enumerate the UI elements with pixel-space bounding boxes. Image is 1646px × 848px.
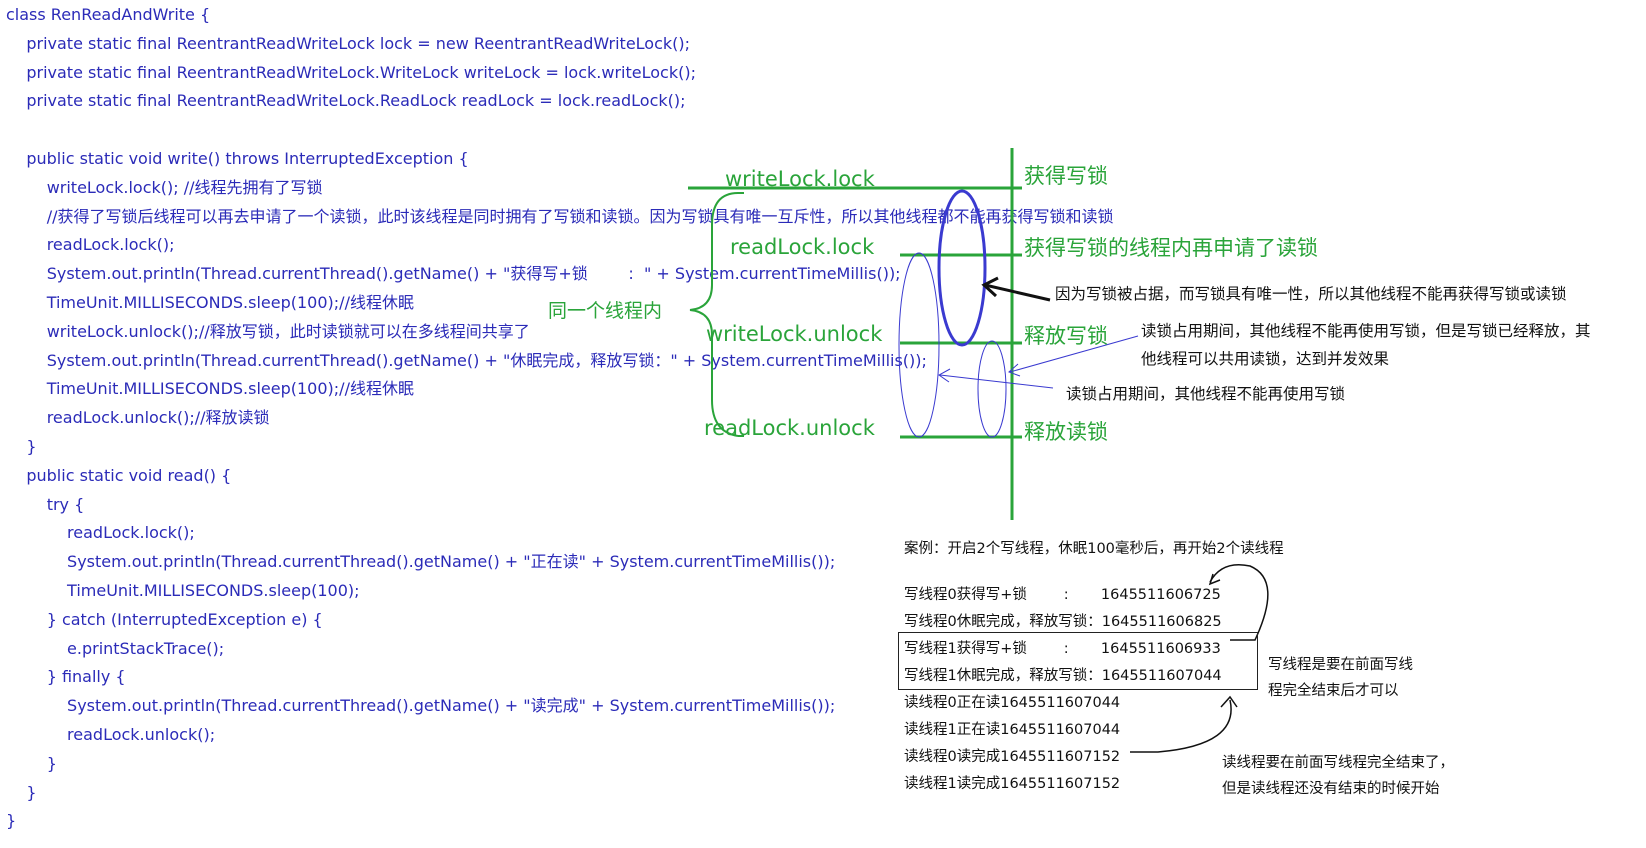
code-line: TimeUnit.MILLISECONDS.sleep(100);//线程休眠 — [6, 379, 414, 399]
note-shared-line2: 他线程可以共用读锁，达到并发效果 — [1141, 350, 1390, 368]
code-line: class RenReadAndWrite { — [6, 5, 211, 24]
event-get-write-lock: 获得写锁 — [1024, 164, 1108, 188]
write-lock-ellipse — [937, 189, 987, 347]
note-read-line1: 读线程要在前面写线程完全结束了， — [1222, 755, 1454, 771]
note-write-line1: 写线程是要在前面写线 — [1268, 657, 1413, 673]
code-line: } — [6, 782, 37, 802]
write-wait-arrow-head — [1208, 573, 1221, 586]
read-lock-ellipse — [898, 252, 940, 438]
shared-read-ellipse — [977, 340, 1007, 438]
label-same-thread: 同一个线程内 — [548, 300, 663, 322]
code-line: System.out.println(Thread.currentThread(… — [6, 696, 836, 716]
note-read-only: 读锁占用期间，其他线程不能再使用写锁 — [1066, 385, 1346, 403]
code-line: e.printStackTrace(); — [6, 638, 225, 658]
output-line: 写线程1获得写+锁 : 1645511606933 — [904, 641, 1221, 657]
event-release-read-lock: 释放读锁 — [1024, 420, 1108, 444]
code-line: readLock.lock(); — [6, 235, 175, 255]
code-line: System.out.println(Thread.currentThread(… — [6, 350, 927, 370]
code-line: public static void write() throws Interr… — [6, 149, 469, 168]
output-line: 读线程0读完成1645511607152 — [904, 749, 1121, 765]
read-start-arrow — [1130, 699, 1232, 753]
output-line: 读线程1读完成1645511607152 — [904, 776, 1121, 792]
code-line: readLock.unlock(); — [6, 725, 216, 744]
code-line: System.out.println(Thread.currentThread(… — [6, 552, 836, 572]
label-write-lock: writeLock.lock — [725, 167, 875, 191]
label-read-unlock: readLock.unlock — [704, 416, 875, 440]
shared-arrow-head — [1008, 363, 1021, 377]
code-line: try { — [6, 494, 85, 514]
code-line: } — [6, 437, 37, 456]
code-line: //获得了写锁后线程可以再去申请了一个读锁，此时该线程是同时拥有了写锁和读锁。因… — [6, 206, 1114, 226]
exclusive-arrow-head — [981, 276, 999, 298]
code-line: readLock.unlock();//释放读锁 — [6, 408, 270, 428]
event-release-write-lock: 释放写锁 — [1024, 324, 1108, 348]
label-read-lock: readLock.lock — [730, 235, 875, 259]
code-line: TimeUnit.MILLISECONDS.sleep(100); — [6, 581, 360, 600]
note-shared-line1: 读锁占用期间，其他线程不能再使用写锁，但是写锁已经释放，其 — [1141, 322, 1591, 340]
write-wait-arrow — [1209, 564, 1269, 641]
code-line: private static final ReentrantReadWriteL… — [6, 62, 696, 82]
highlight-box — [898, 632, 1258, 690]
output-line: 写线程1休眠完成，释放写锁：1645511607044 — [904, 668, 1222, 684]
code-line: readLock.lock(); — [6, 523, 195, 543]
code-line: } finally { — [6, 667, 126, 687]
label-write-unlock: writeLock.unlock — [706, 322, 883, 346]
output-line: 读线程1正在读1645511607044 — [904, 722, 1121, 738]
code-line: System.out.println(Thread.currentThread(… — [6, 264, 901, 284]
code-line: private static final ReentrantReadWriteL… — [6, 33, 691, 53]
example-title: 案例：开启2个写线程，休眠100毫秒后，再开始2个读线程 — [904, 541, 1284, 557]
code-line: } — [6, 811, 17, 831]
shared-arrow-line — [1009, 335, 1139, 373]
read-only-arrow-line — [939, 374, 1054, 389]
code-line: TimeUnit.MILLISECONDS.sleep(100);//线程休眠 — [6, 293, 414, 312]
exclusive-arrow-line — [984, 283, 1051, 302]
output-line: 写线程0获得写+锁 : 1645511606725 — [904, 587, 1221, 603]
read-only-arrow-head — [938, 368, 951, 383]
code-line: writeLock.lock(); //线程先拥有了写锁 — [6, 177, 323, 197]
read-start-arrow-head — [1220, 695, 1238, 708]
code-line: } catch (InterruptedException e) { — [6, 609, 323, 629]
output-line: 读线程0正在读1645511607044 — [904, 695, 1121, 711]
same-thread-brace — [689, 192, 739, 437]
code-line: writeLock.unlock();//释放写锁，此时读锁就可以在多线程间共享… — [6, 321, 530, 341]
note-write-line2: 程完全结束后才可以 — [1268, 683, 1399, 699]
code-line: private static final ReentrantReadWriteL… — [6, 91, 686, 111]
code-line: public static void read() { — [6, 465, 232, 485]
code-line: } — [6, 753, 57, 773]
note-exclusive: 因为写锁被占据，而写锁具有唯一性，所以其他线程不能再获得写锁或读锁 — [1055, 285, 1567, 303]
note-read-line2: 但是读线程还没有结束的时候开始 — [1222, 781, 1440, 797]
event-apply-read-lock: 获得写锁的线程内再申请了读锁 — [1024, 236, 1318, 260]
output-line: 写线程0休眠完成，释放写锁：1645511606825 — [904, 614, 1222, 630]
